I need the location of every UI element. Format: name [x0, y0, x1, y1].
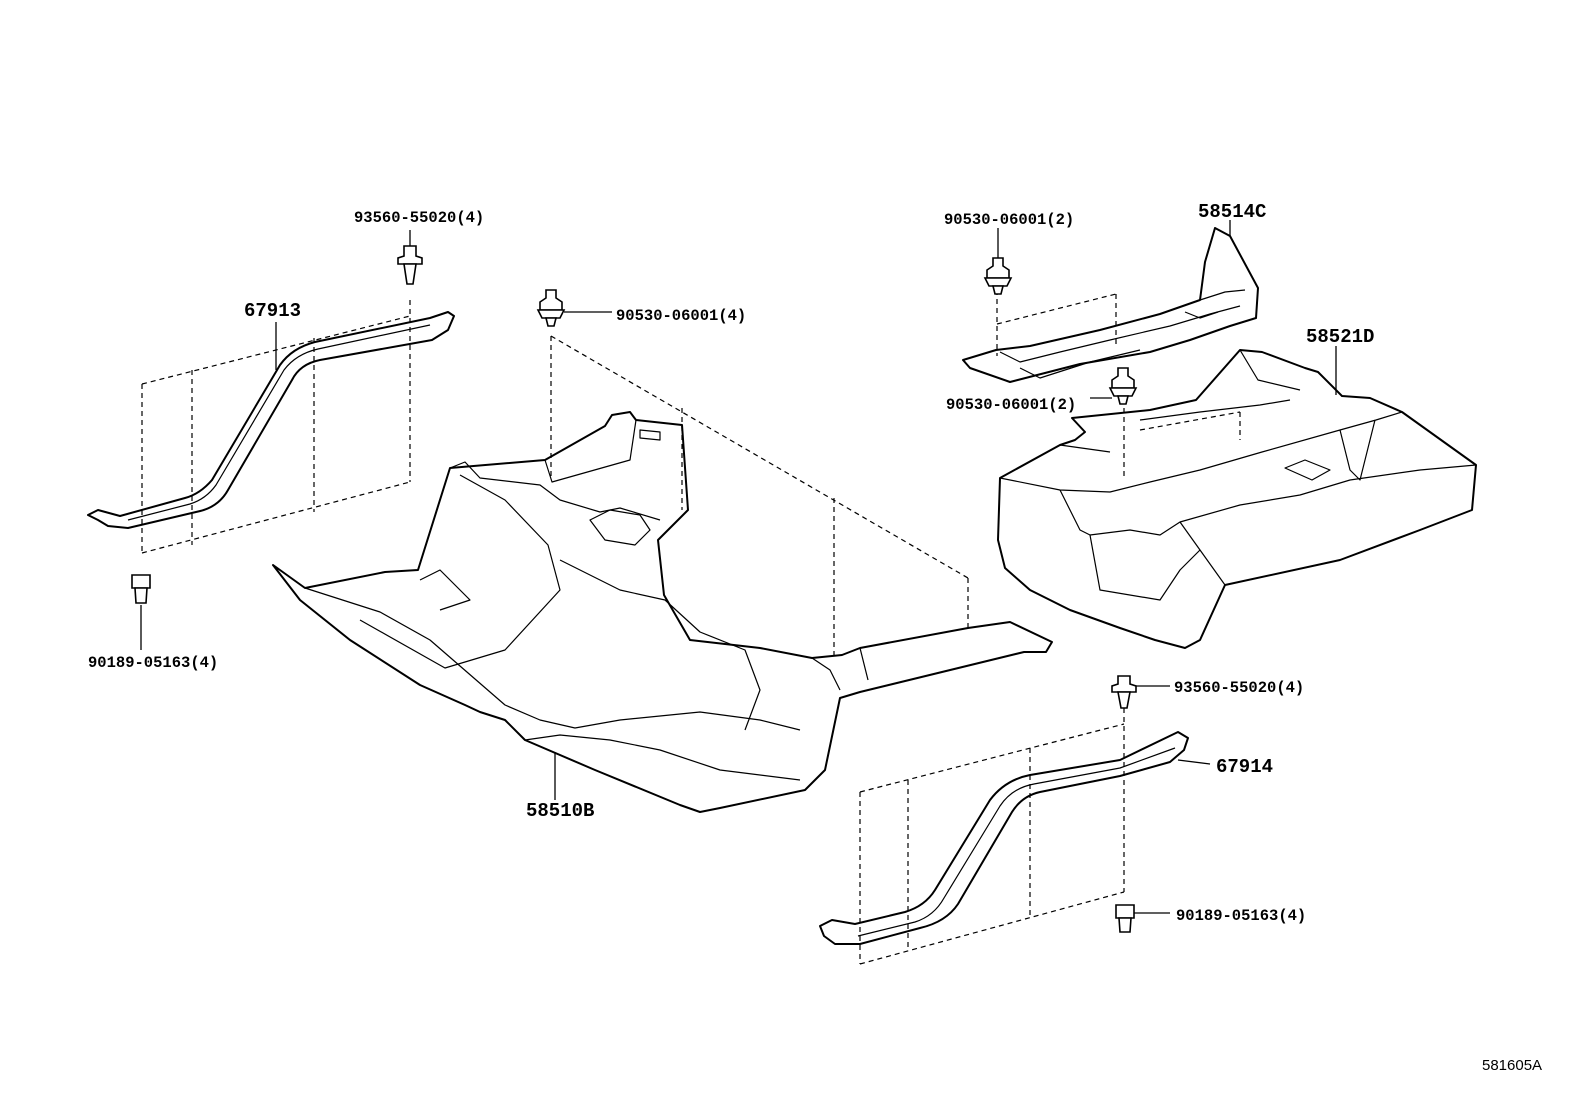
- label-93560-right: 93560-55020(4): [1174, 679, 1304, 697]
- bolt-93560-top-left: [397, 245, 423, 285]
- dashed-guides-67914: [859, 708, 1125, 965]
- label-90530-right-mid: 90530-06001(2): [946, 396, 1076, 414]
- label-90530-right-top: 90530-06001(2): [944, 211, 1074, 229]
- dashed-guides-58510B: [550, 335, 969, 660]
- undercover-58510B[interactable]: [272, 411, 1053, 813]
- bracket-67914[interactable]: [819, 731, 1189, 945]
- dashed-guides-58521D: [1123, 408, 1241, 478]
- tray-58521D[interactable]: [997, 349, 1477, 649]
- label-90189-left: 90189-05163(4): [88, 654, 218, 672]
- dashed-guides-58514C: [996, 290, 1117, 356]
- label-58510B: 58510B: [526, 800, 594, 822]
- label-67913: 67913: [244, 300, 301, 322]
- reference-code: 581605A: [1482, 1057, 1542, 1074]
- leader-67914: [1177, 759, 1211, 765]
- shield-58514C[interactable]: [962, 227, 1259, 383]
- label-58521D: 58521D: [1306, 326, 1374, 348]
- bolt-93560-right: [1111, 675, 1137, 709]
- label-58514C: 58514C: [1198, 201, 1266, 223]
- label-90530-center: 90530-06001(4): [616, 307, 746, 325]
- clip-90530-right-top: [983, 257, 1013, 295]
- clip-90530-right-mid: [1108, 367, 1138, 405]
- bolt-90189-left: [131, 574, 151, 604]
- bolt-90189-right: [1115, 904, 1135, 933]
- bracket-67913[interactable]: [87, 311, 455, 529]
- label-90189-right: 90189-05163(4): [1176, 907, 1306, 925]
- label-67914: 67914: [1216, 756, 1273, 778]
- clip-90530-center: [536, 289, 566, 327]
- label-93560-top-left: 93560-55020(4): [354, 209, 484, 227]
